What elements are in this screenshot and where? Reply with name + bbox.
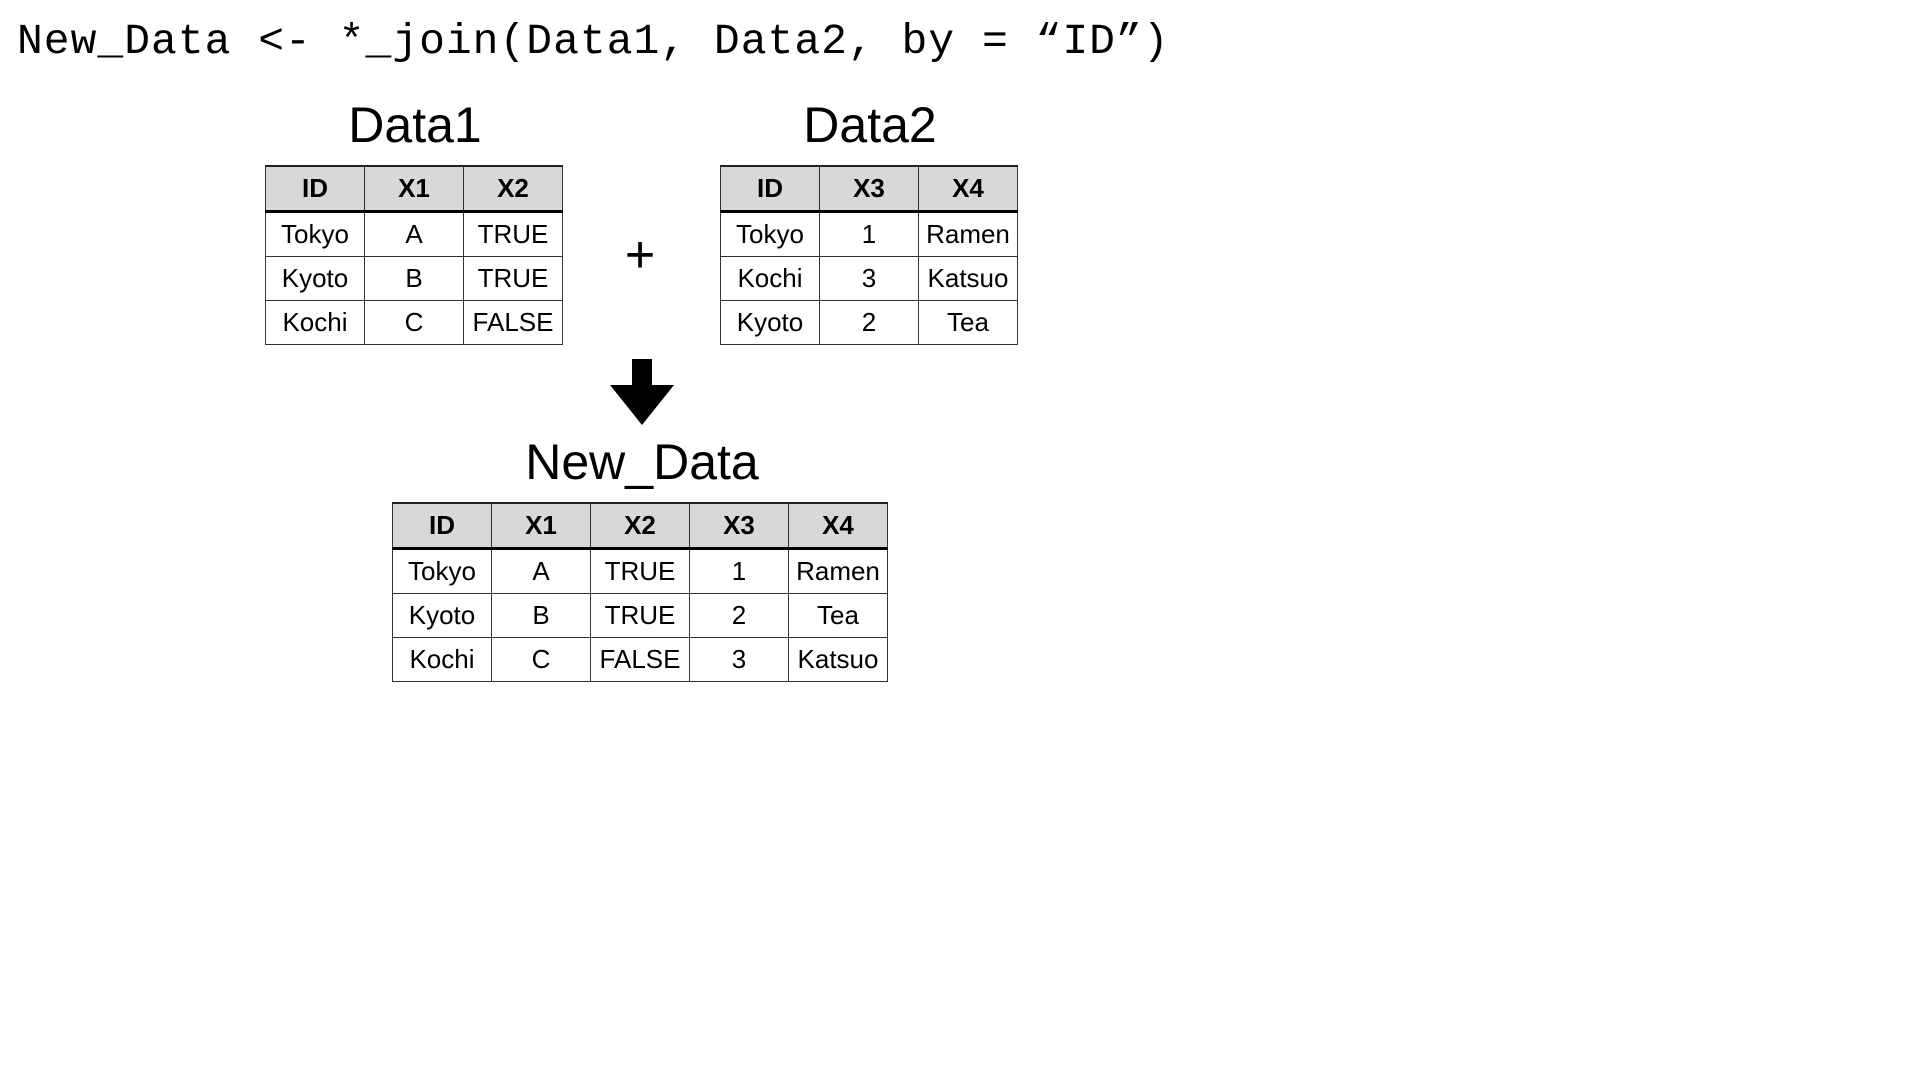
table-cell: C xyxy=(364,300,464,345)
table-cell: FALSE xyxy=(590,637,690,682)
table-cell: B xyxy=(491,593,591,638)
table-cell: TRUE xyxy=(463,256,563,301)
table-cell: 2 xyxy=(819,300,919,345)
down-arrow-icon xyxy=(608,359,676,432)
table-cell: Katsuo xyxy=(918,256,1018,301)
table-row: Kochi C FALSE xyxy=(265,300,563,345)
table-cell: Kyoto xyxy=(720,300,820,345)
table-cell: 3 xyxy=(689,637,789,682)
column-header-x3: X3 xyxy=(689,502,789,550)
data1-title: Data1 xyxy=(348,97,482,153)
new-data-table: ID X1 X2 X3 X4 Tokyo A TRUE 1 Ramen Kyot… xyxy=(392,502,888,682)
table-cell: Tokyo xyxy=(265,211,365,257)
table-cell: A xyxy=(491,548,591,594)
table-cell: TRUE xyxy=(590,593,690,638)
plus-symbol: + xyxy=(624,226,656,284)
table-row: Tokyo 1 Ramen xyxy=(720,211,1018,257)
column-header-x4: X4 xyxy=(918,165,1018,213)
table-cell: Kyoto xyxy=(392,593,492,638)
column-header-x2: X2 xyxy=(463,165,563,213)
table-cell: Kyoto xyxy=(265,256,365,301)
table-cell: Ramen xyxy=(918,211,1018,257)
table-cell: Tokyo xyxy=(392,548,492,594)
table-row: Tokyo A TRUE 1 Ramen xyxy=(392,548,888,594)
table-cell: Kochi xyxy=(265,300,365,345)
table-cell: FALSE xyxy=(463,300,563,345)
data2-title: Data2 xyxy=(803,97,937,153)
data1-table: ID X1 X2 Tokyo A TRUE Kyoto B TRUE Kochi… xyxy=(265,165,563,345)
table-header-row: ID X3 X4 xyxy=(720,165,1018,213)
table-cell: Kochi xyxy=(720,256,820,301)
table-cell: Tokyo xyxy=(720,211,820,257)
table-header-row: ID X1 X2 X3 X4 xyxy=(392,502,888,550)
table-cell: Tea xyxy=(788,593,888,638)
column-header-x1: X1 xyxy=(491,502,591,550)
table-cell: Katsuo xyxy=(788,637,888,682)
table-row: Tokyo A TRUE xyxy=(265,211,563,257)
table-row: Kyoto B TRUE 2 Tea xyxy=(392,593,888,638)
table-row: Kochi C FALSE 3 Katsuo xyxy=(392,637,888,682)
column-header-x4: X4 xyxy=(788,502,888,550)
table-cell: 3 xyxy=(819,256,919,301)
table-cell: TRUE xyxy=(590,548,690,594)
table-row: Kyoto B TRUE xyxy=(265,256,563,301)
column-header-id: ID xyxy=(720,165,820,213)
table-row: Kochi 3 Katsuo xyxy=(720,256,1018,301)
column-header-x1: X1 xyxy=(364,165,464,213)
table-cell: 1 xyxy=(689,548,789,594)
table-cell: 2 xyxy=(689,593,789,638)
column-header-id: ID xyxy=(265,165,365,213)
table-cell: A xyxy=(364,211,464,257)
table-cell: TRUE xyxy=(463,211,563,257)
new-data-title: New_Data xyxy=(525,434,759,490)
join-code-line: New_Data <- *_join(Data1, Data2, by = “I… xyxy=(17,17,1170,66)
table-cell: Ramen xyxy=(788,548,888,594)
table-cell: Tea xyxy=(918,300,1018,345)
column-header-id: ID xyxy=(392,502,492,550)
table-cell: C xyxy=(491,637,591,682)
table-row: Kyoto 2 Tea xyxy=(720,300,1018,345)
table-header-row: ID X1 X2 xyxy=(265,165,563,213)
column-header-x2: X2 xyxy=(590,502,690,550)
table-cell: 1 xyxy=(819,211,919,257)
data2-table: ID X3 X4 Tokyo 1 Ramen Kochi 3 Katsuo Ky… xyxy=(720,165,1018,345)
column-header-x3: X3 xyxy=(819,165,919,213)
table-cell: Kochi xyxy=(392,637,492,682)
table-cell: B xyxy=(364,256,464,301)
